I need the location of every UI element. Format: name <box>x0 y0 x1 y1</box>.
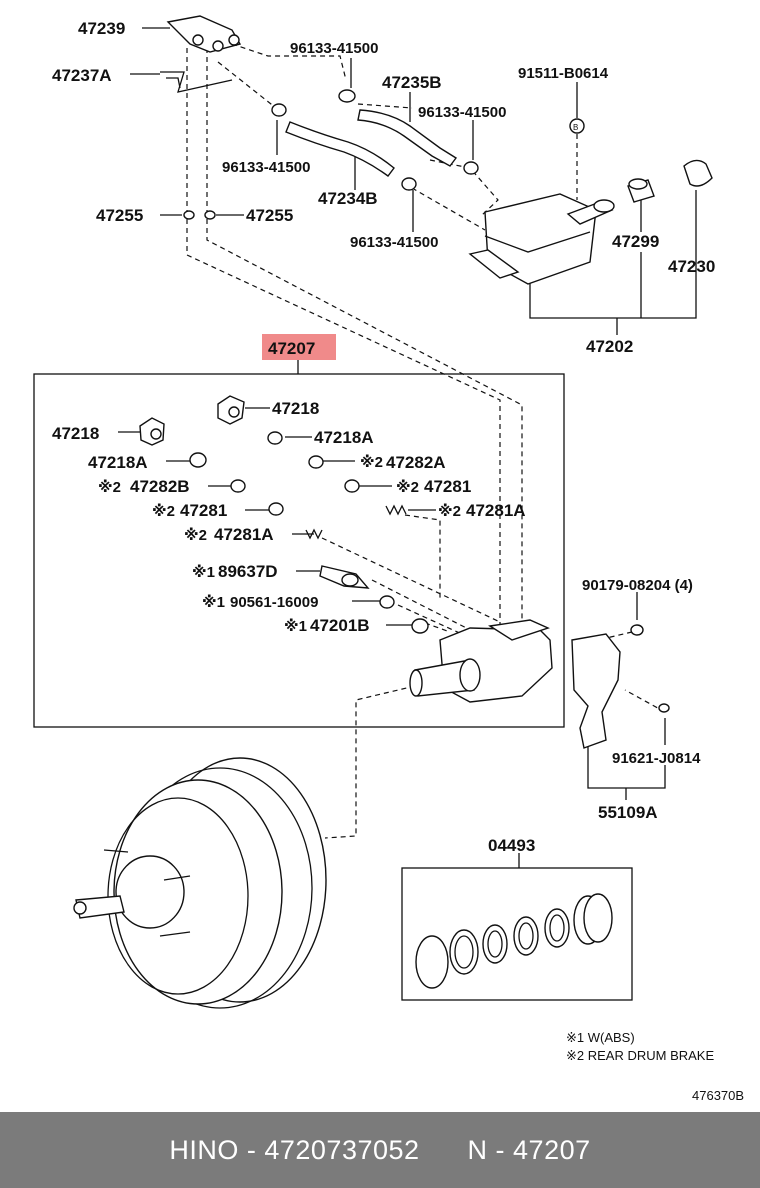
plug-47282A <box>308 455 324 469</box>
bolt-91511: B <box>569 118 585 134</box>
label-47230: 47230 <box>668 257 715 276</box>
plug-47281-left <box>268 502 284 516</box>
label-96133-41500-b: 96133-41500 <box>418 104 506 121</box>
bracket-55109A <box>571 624 670 749</box>
spring-47281A-right <box>385 504 407 516</box>
svg-text:B: B <box>573 123 578 132</box>
plug-47281-right <box>344 479 360 493</box>
brake-booster <box>73 757 327 1009</box>
note-abs: ※1 W(ABS) <box>566 1030 635 1045</box>
hose-clips-96133-41500 <box>271 89 479 191</box>
marker-47281A-right: ※2 <box>438 502 461 520</box>
marker-47281A-left: ※2 <box>184 526 207 544</box>
reservoir-47202 <box>468 193 615 285</box>
footer-part-number: 4720737052 <box>264 1134 420 1165</box>
master-cylinder-body <box>409 619 553 703</box>
label-47207: 47207 <box>268 339 315 358</box>
label-47218-left: 47218 <box>52 424 99 443</box>
note-rear-drum-brake: ※2 REAR DRUM BRAKE <box>566 1048 714 1063</box>
marker-47281-right: ※2 <box>396 478 419 496</box>
marker-47201B: ※1 <box>284 617 307 635</box>
hose-union-47239 <box>166 15 242 53</box>
label-96133-41500-d: 96133-41500 <box>350 234 438 251</box>
strainer-47299 <box>627 178 655 203</box>
label-47281-right: 47281 <box>424 477 471 496</box>
gasket-47201B <box>411 618 429 634</box>
label-47235B: 47235B <box>382 73 442 92</box>
label-47299: 47299 <box>612 232 659 251</box>
label-89637D: 89637D <box>218 562 278 581</box>
master-cylinder-group-box <box>33 373 565 728</box>
label-96133-41500-c: 96133-41500 <box>222 159 310 176</box>
marker-90561: ※1 <box>202 593 225 611</box>
gasket-90561 <box>379 595 395 609</box>
label-90561-16009: 90561-16009 <box>230 594 318 611</box>
label-47201B: 47201B <box>310 616 370 635</box>
label-47281-left: 47281 <box>180 501 227 520</box>
spring-47281A-left <box>305 528 323 540</box>
marker-47281-left: ※2 <box>152 502 175 520</box>
label-47255-right: 47255 <box>246 206 293 225</box>
label-96133-41500-a: 96133-41500 <box>290 40 378 57</box>
footer-bar: HINO - 4720737052 N - 47207 <box>0 1112 760 1188</box>
label-47202: 47202 <box>586 337 633 356</box>
label-47281A-right: 47281A <box>466 501 526 520</box>
label-47281A-left: 47281A <box>214 525 274 544</box>
label-90179-08204: 90179-08204 (4) <box>582 577 693 594</box>
parts-diagram: B <box>33 15 744 1103</box>
label-47282B: 47282B <box>130 477 190 496</box>
hose-47235B <box>357 109 458 167</box>
seal-47218A-right <box>267 431 283 445</box>
marker-89637D: ※1 <box>192 563 215 581</box>
repair-kit-rings <box>415 893 613 989</box>
repair-kit-group-box <box>401 867 633 1001</box>
footer-gap <box>420 1135 468 1166</box>
cap-47230 <box>683 159 713 187</box>
label-47239: 47239 <box>78 19 125 38</box>
dashed-connection-lines <box>186 43 666 839</box>
nut-47218-top <box>217 395 245 425</box>
footer-brand: HINO <box>169 1134 239 1165</box>
label-47234B: 47234B <box>318 189 378 208</box>
label-47237A: 47237A <box>52 66 112 85</box>
nut-47218-left <box>139 417 165 446</box>
footer-reference: N - 47207 <box>467 1134 591 1165</box>
label-47218-top: 47218 <box>272 399 319 418</box>
hose-47234B <box>285 121 395 177</box>
label-47218A-right: 47218A <box>314 428 374 447</box>
grommets-47255 <box>183 210 216 220</box>
label-91511-B0614: 91511-B0614 <box>518 65 609 82</box>
label-47282A: 47282A <box>386 453 446 472</box>
label-04493: 04493 <box>488 836 535 855</box>
plug-47282B <box>230 479 246 493</box>
label-91621-J0814: 91621-J0814 <box>612 750 701 767</box>
marker-47282B: ※2 <box>98 478 121 496</box>
marker-47282A: ※2 <box>360 453 383 471</box>
seal-47218A-left <box>189 452 207 468</box>
figure-number: 476370B <box>692 1088 744 1103</box>
label-55109A: 55109A <box>598 803 658 822</box>
clip-47237A <box>160 71 233 93</box>
leader-lines <box>118 27 697 868</box>
label-47218A-left: 47218A <box>88 453 148 472</box>
main-part-highlight <box>262 334 336 360</box>
label-47255-left: 47255 <box>96 206 143 225</box>
footer-separator: - <box>238 1134 265 1165</box>
sensor-89637D <box>319 565 370 589</box>
